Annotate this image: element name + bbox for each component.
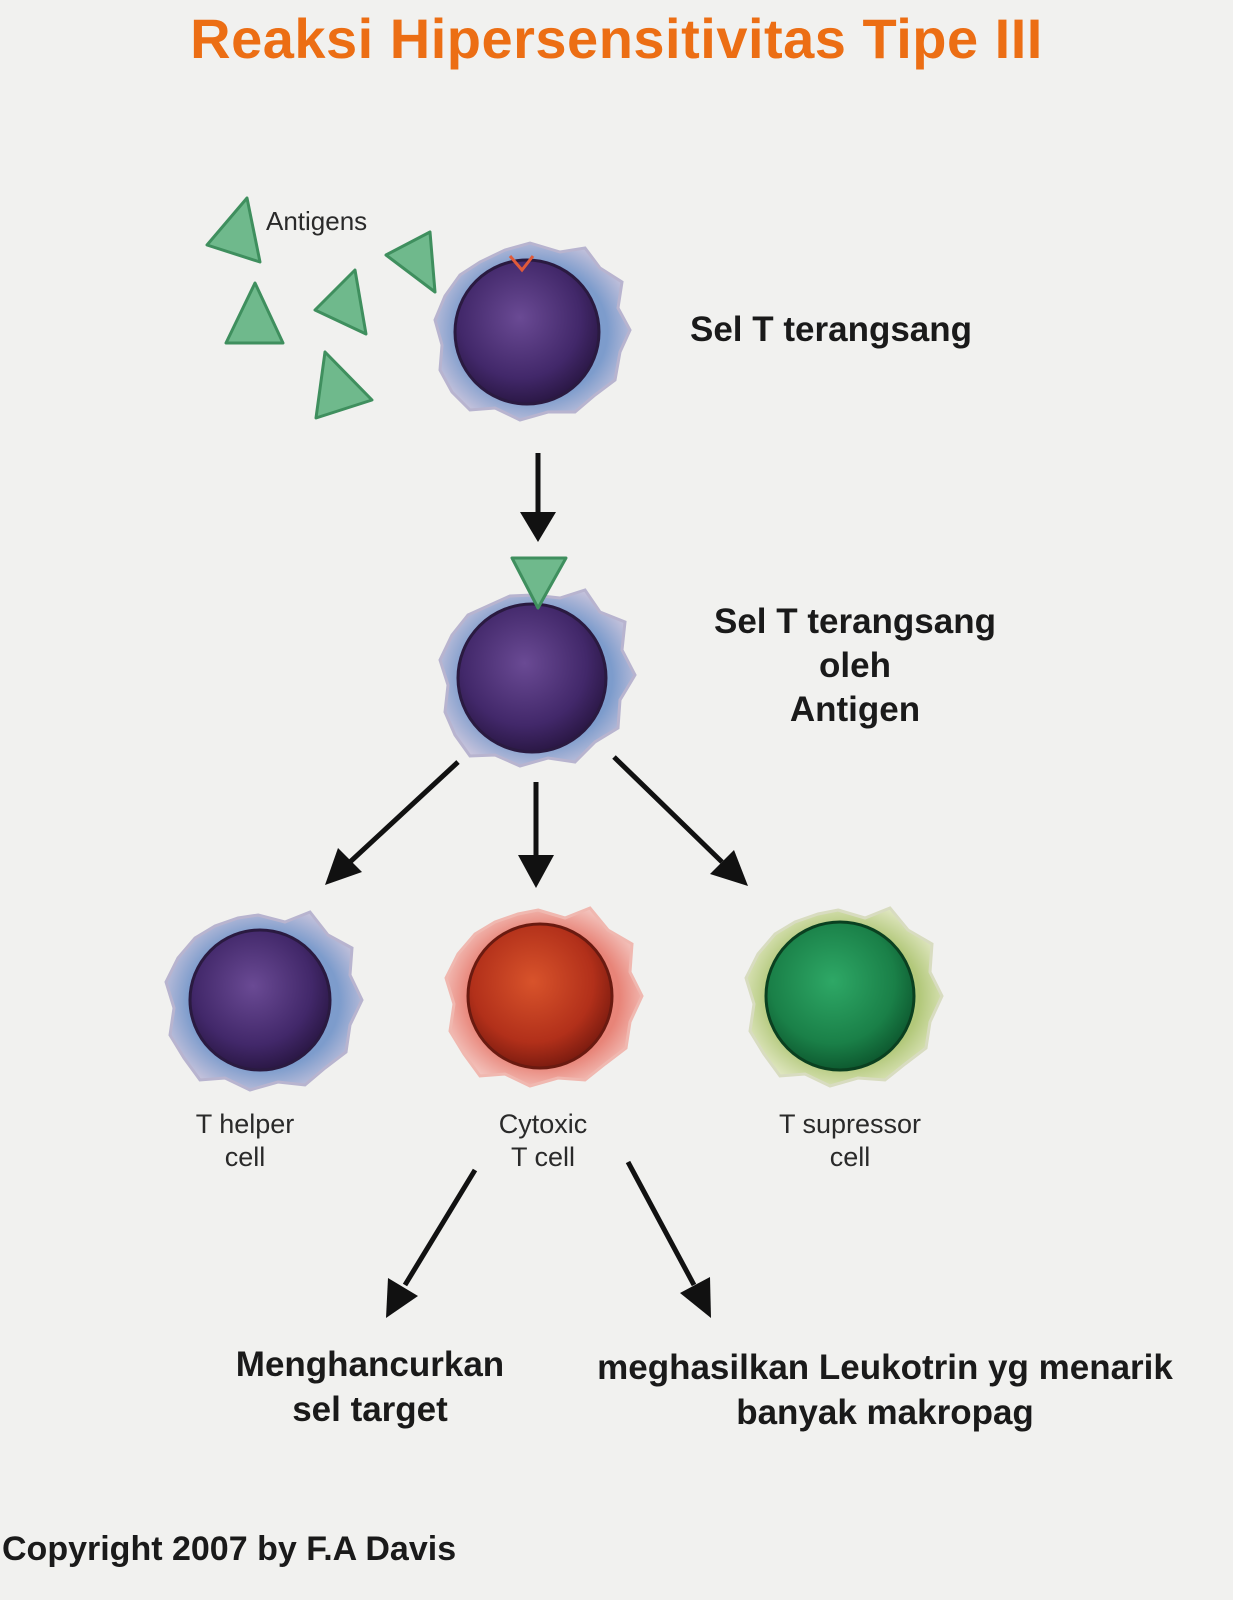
antigen-icon (313, 268, 368, 336)
stimulated-by-antigen-label: Sel T terangsang oleh Antigen (690, 600, 1020, 732)
arrow-head (520, 512, 556, 542)
t-cell-stimulated (433, 241, 632, 422)
arrow-head (325, 848, 362, 885)
arrow-head (386, 1278, 418, 1318)
label-line: banyak makropag (736, 1393, 1034, 1432)
arrow-group (325, 453, 748, 1318)
caption-line: Cytoxic (498, 1109, 588, 1139)
t-cell-antigen-bound (438, 556, 637, 768)
arrow-right (612, 755, 724, 864)
copyright-notice: Copyright 2007 by F.A Davis (2, 1530, 457, 1568)
caption-line: T cell (510, 1142, 576, 1172)
arrow-head (518, 855, 554, 888)
label-line: Antigen (789, 690, 921, 729)
label-line: Menghancurkan (235, 1345, 505, 1384)
page-title: Reaksi Hipersensitivitas Tipe III (190, 7, 1043, 70)
outcome-leukotriene-label: meghasilkan Leukotrin yg menarik banyak … (555, 1345, 1215, 1435)
t-helper-caption: T helper cell (160, 1108, 330, 1174)
arrow-head (680, 1277, 711, 1318)
caption-line: cell (224, 1142, 266, 1172)
caption-line: T helper (195, 1109, 295, 1139)
arrow-outcome-left (402, 1168, 478, 1287)
label-line: meghasilkan Leukotrin yg menarik (597, 1348, 1173, 1387)
antigens-label: Antigens (266, 206, 368, 236)
cytotoxic-caption: Cytoxic T cell (458, 1108, 628, 1174)
antigen-group (205, 196, 437, 420)
t-helper-cell (164, 910, 364, 1092)
t-suppressor-caption: T supressor cell (740, 1108, 960, 1174)
outcome-destroy-label: Menghancurkan sel target (205, 1342, 535, 1432)
label-line: sel target (292, 1390, 448, 1429)
t-suppressor-cell (744, 906, 944, 1088)
stimulated-t-cell-label: Sel T terangsang (690, 310, 973, 349)
antigen-icon (510, 556, 568, 610)
antigen-icon (314, 350, 374, 420)
label-line: Sel T terangsang (713, 602, 997, 641)
caption-line: T supressor (778, 1109, 922, 1139)
antigen-icon (384, 230, 437, 294)
antigen-icon (224, 281, 285, 345)
cytotoxic-t-cell (444, 906, 644, 1088)
label-line: oleh (819, 646, 891, 685)
arrow-left (348, 760, 460, 864)
caption-line: cell (829, 1142, 871, 1172)
antigen-icon (205, 196, 262, 264)
arrow-head (710, 850, 748, 886)
arrow-outcome-right (625, 1160, 697, 1287)
